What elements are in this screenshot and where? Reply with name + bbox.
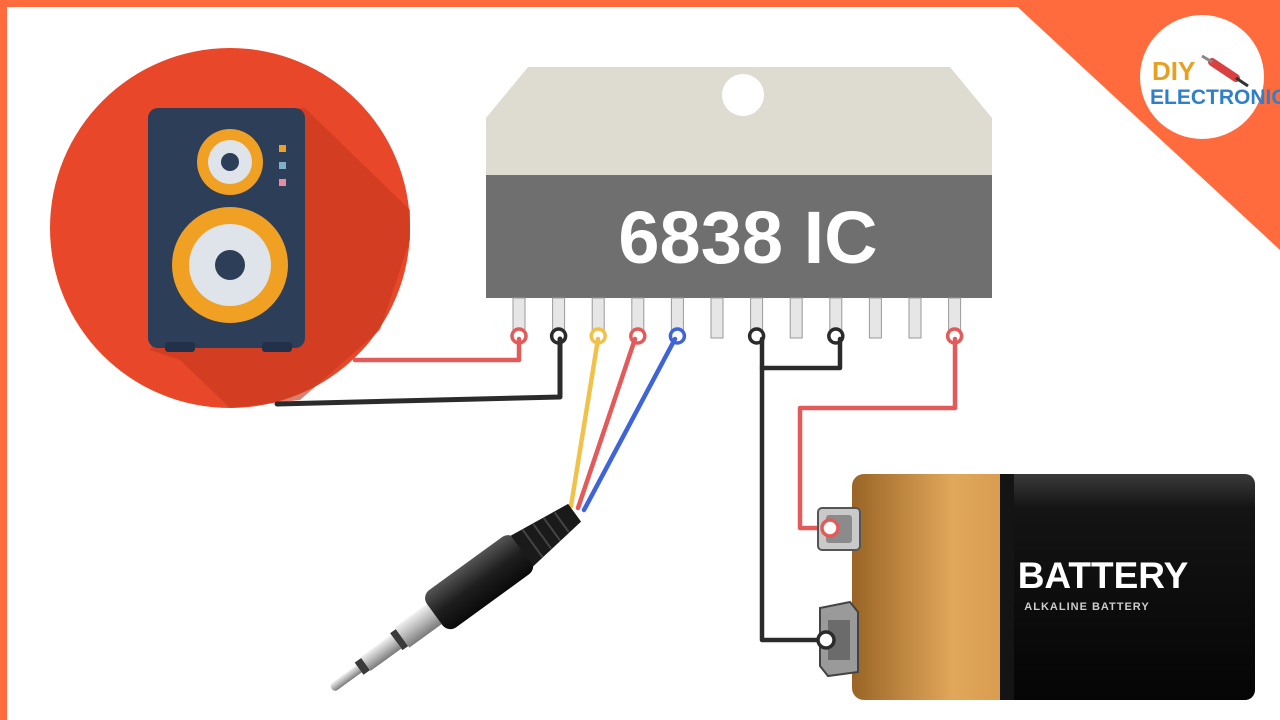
wire-jack-yellow <box>568 336 601 509</box>
wire-jack-blue <box>581 336 678 513</box>
wire-speaker-negative <box>274 336 563 407</box>
soldering-iron-icon <box>1201 54 1249 88</box>
ic-pin <box>908 297 922 339</box>
ic-chip: 6838 IC <box>486 67 992 345</box>
ic-pin <box>710 297 724 339</box>
wire-jack-red <box>575 336 638 511</box>
battery-positive-node <box>820 518 840 538</box>
ic-mounting-hole <box>722 74 764 116</box>
wire-battery-negative <box>759 365 829 643</box>
ic-pins <box>510 297 964 345</box>
logo-line1: DIY <box>1152 56 1195 86</box>
ic-pin <box>789 297 803 339</box>
speaker-icon <box>50 48 410 408</box>
battery-icon: BATTERY ALKALINE BATTERY <box>816 474 1255 700</box>
battery-terminal-negative <box>819 600 859 678</box>
wire-speaker-positive <box>352 336 522 363</box>
wire-battery-positive <box>797 336 958 531</box>
ic-body <box>486 175 992 298</box>
ic-label: 6838 IC <box>618 196 877 279</box>
diy-electronic-logo: ELECTRONIC DIY <box>1140 15 1280 139</box>
battery-negative-node <box>816 630 836 650</box>
audio-jack-icon <box>330 503 582 691</box>
ic-pin <box>868 297 882 339</box>
battery-label: BATTERY <box>1018 555 1189 596</box>
ic-heat-tab <box>486 67 992 175</box>
wires <box>274 336 958 643</box>
wire-ground-link <box>759 336 843 371</box>
logo-line2: ELECTRONIC <box>1150 86 1280 109</box>
battery-sublabel: ALKALINE BATTERY <box>1024 601 1149 613</box>
